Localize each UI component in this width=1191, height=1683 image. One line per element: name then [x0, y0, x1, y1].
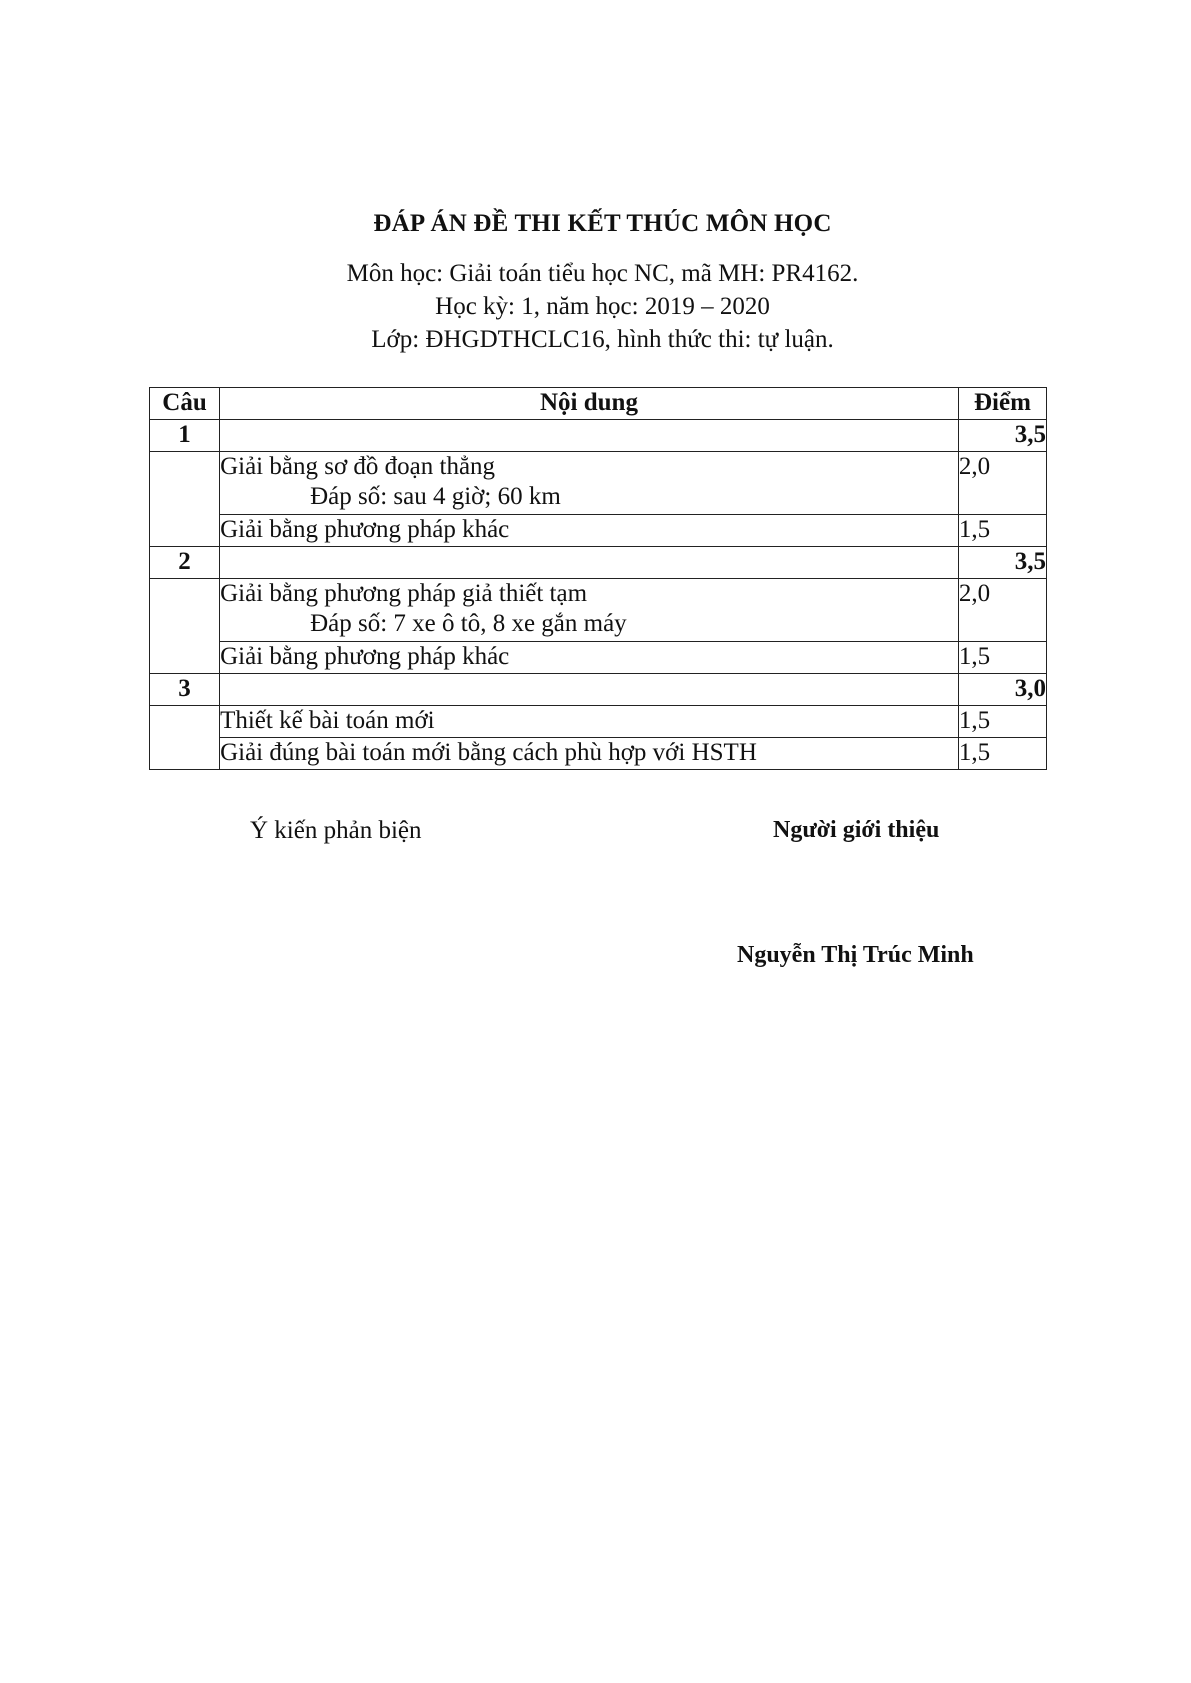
- header-noi-dung: Nội dung: [219, 387, 959, 420]
- part-text: Giải bằng phương pháp khác: [220, 516, 510, 543]
- question-empty-cell: [219, 546, 959, 579]
- part-score: 1,5: [957, 514, 1048, 547]
- document-title: ĐÁP ÁN ĐỀ THI KẾT THÚC MÔN HỌC: [373, 210, 832, 237]
- part-row: Giải bằng sơ đồ đoạn thẳng Đáp số: sau 4…: [148, 451, 1048, 547]
- part-text: Giải bằng phương pháp giả thiết tạm: [220, 580, 588, 607]
- part-content: Giải bằng phương pháp khác: [219, 641, 959, 674]
- part-text: Thiết kế bài toán mới: [220, 707, 435, 734]
- part-score: 1,5: [957, 737, 1048, 770]
- course-info-line: Môn học: Giải toán tiểu học NC, mã MH: P…: [346, 260, 859, 287]
- class-info-line: Lớp: ĐHGDTHCLC16, hình thức thi: tự luận…: [371, 326, 834, 353]
- part-answer: Đáp số: 7 xe ô tô, 8 xe gắn máy: [310, 610, 627, 637]
- part-content: Giải bằng phương pháp khác: [219, 514, 959, 547]
- part-score: 1,5: [957, 705, 1048, 738]
- part-row: Giải đúng bài toán mới bằng cách phù hợp…: [150, 737, 1048, 770]
- semester-info-line: Học kỳ: 1, năm học: 2019 – 2020: [435, 293, 770, 320]
- question-number: 1: [148, 419, 221, 452]
- part-content: Giải đúng bài toán mới bằng cách phù hợp…: [219, 737, 959, 770]
- question-empty-cell: [219, 673, 959, 706]
- question-span-cell: [148, 451, 221, 547]
- presenter-label: Người giới thiệu: [773, 817, 940, 843]
- question-row: 3 3,0: [148, 673, 1048, 706]
- part-score: 2,0: [957, 578, 1048, 642]
- question-total-score: 3,5: [957, 419, 1048, 452]
- header-cau: Câu: [148, 387, 221, 420]
- question-total-score: 3,0: [957, 673, 1048, 706]
- part-row: Giải bằng phương pháp khác 1,5: [150, 641, 1048, 674]
- part-row: Giải bằng phương pháp giả thiết tạm Đáp …: [148, 578, 1048, 674]
- header-diem: Điểm: [957, 387, 1048, 420]
- question-row: 1 3,5: [148, 419, 1048, 452]
- reviewer-label: Ý kiến phản biện: [250, 817, 422, 844]
- part-content: Giải bằng sơ đồ đoạn thẳng Đáp số: sau 4…: [219, 451, 959, 515]
- question-number: 3: [148, 673, 221, 706]
- question-total-score: 3,5: [957, 546, 1048, 579]
- part-row: Giải bằng phương pháp khác 1,5: [150, 514, 1048, 547]
- part-score: 2,0: [957, 451, 1048, 515]
- part-text: Giải đúng bài toán mới bằng cách phù hợp…: [220, 739, 757, 766]
- table-header-row: Câu Nội dung Điểm: [148, 387, 1048, 420]
- part-content: Giải bằng phương pháp giả thiết tạm Đáp …: [219, 578, 959, 642]
- part-text: Giải bằng phương pháp khác: [220, 643, 510, 670]
- question-row: 2 3,5: [148, 546, 1048, 579]
- header-noi-dung-label: Nội dung: [540, 389, 638, 416]
- part-answer: Đáp số: sau 4 giờ; 60 km: [310, 483, 561, 510]
- question-span-cell: [148, 578, 221, 674]
- part-content: Thiết kế bài toán mới: [219, 705, 959, 738]
- question-span-cell: [148, 705, 221, 770]
- part-text: Giải bằng sơ đồ đoạn thẳng: [220, 453, 496, 480]
- part-row: Thiết kế bài toán mới 1,5: [148, 705, 1048, 770]
- part-score: 1,5: [957, 641, 1048, 674]
- question-number: 2: [148, 546, 221, 579]
- question-empty-cell: [219, 419, 959, 452]
- presenter-name: Nguyễn Thị Trúc Minh: [737, 942, 974, 968]
- answer-table: Câu Nội dung Điểm 1 3,5 Giải bằng sơ đồ …: [148, 387, 1048, 770]
